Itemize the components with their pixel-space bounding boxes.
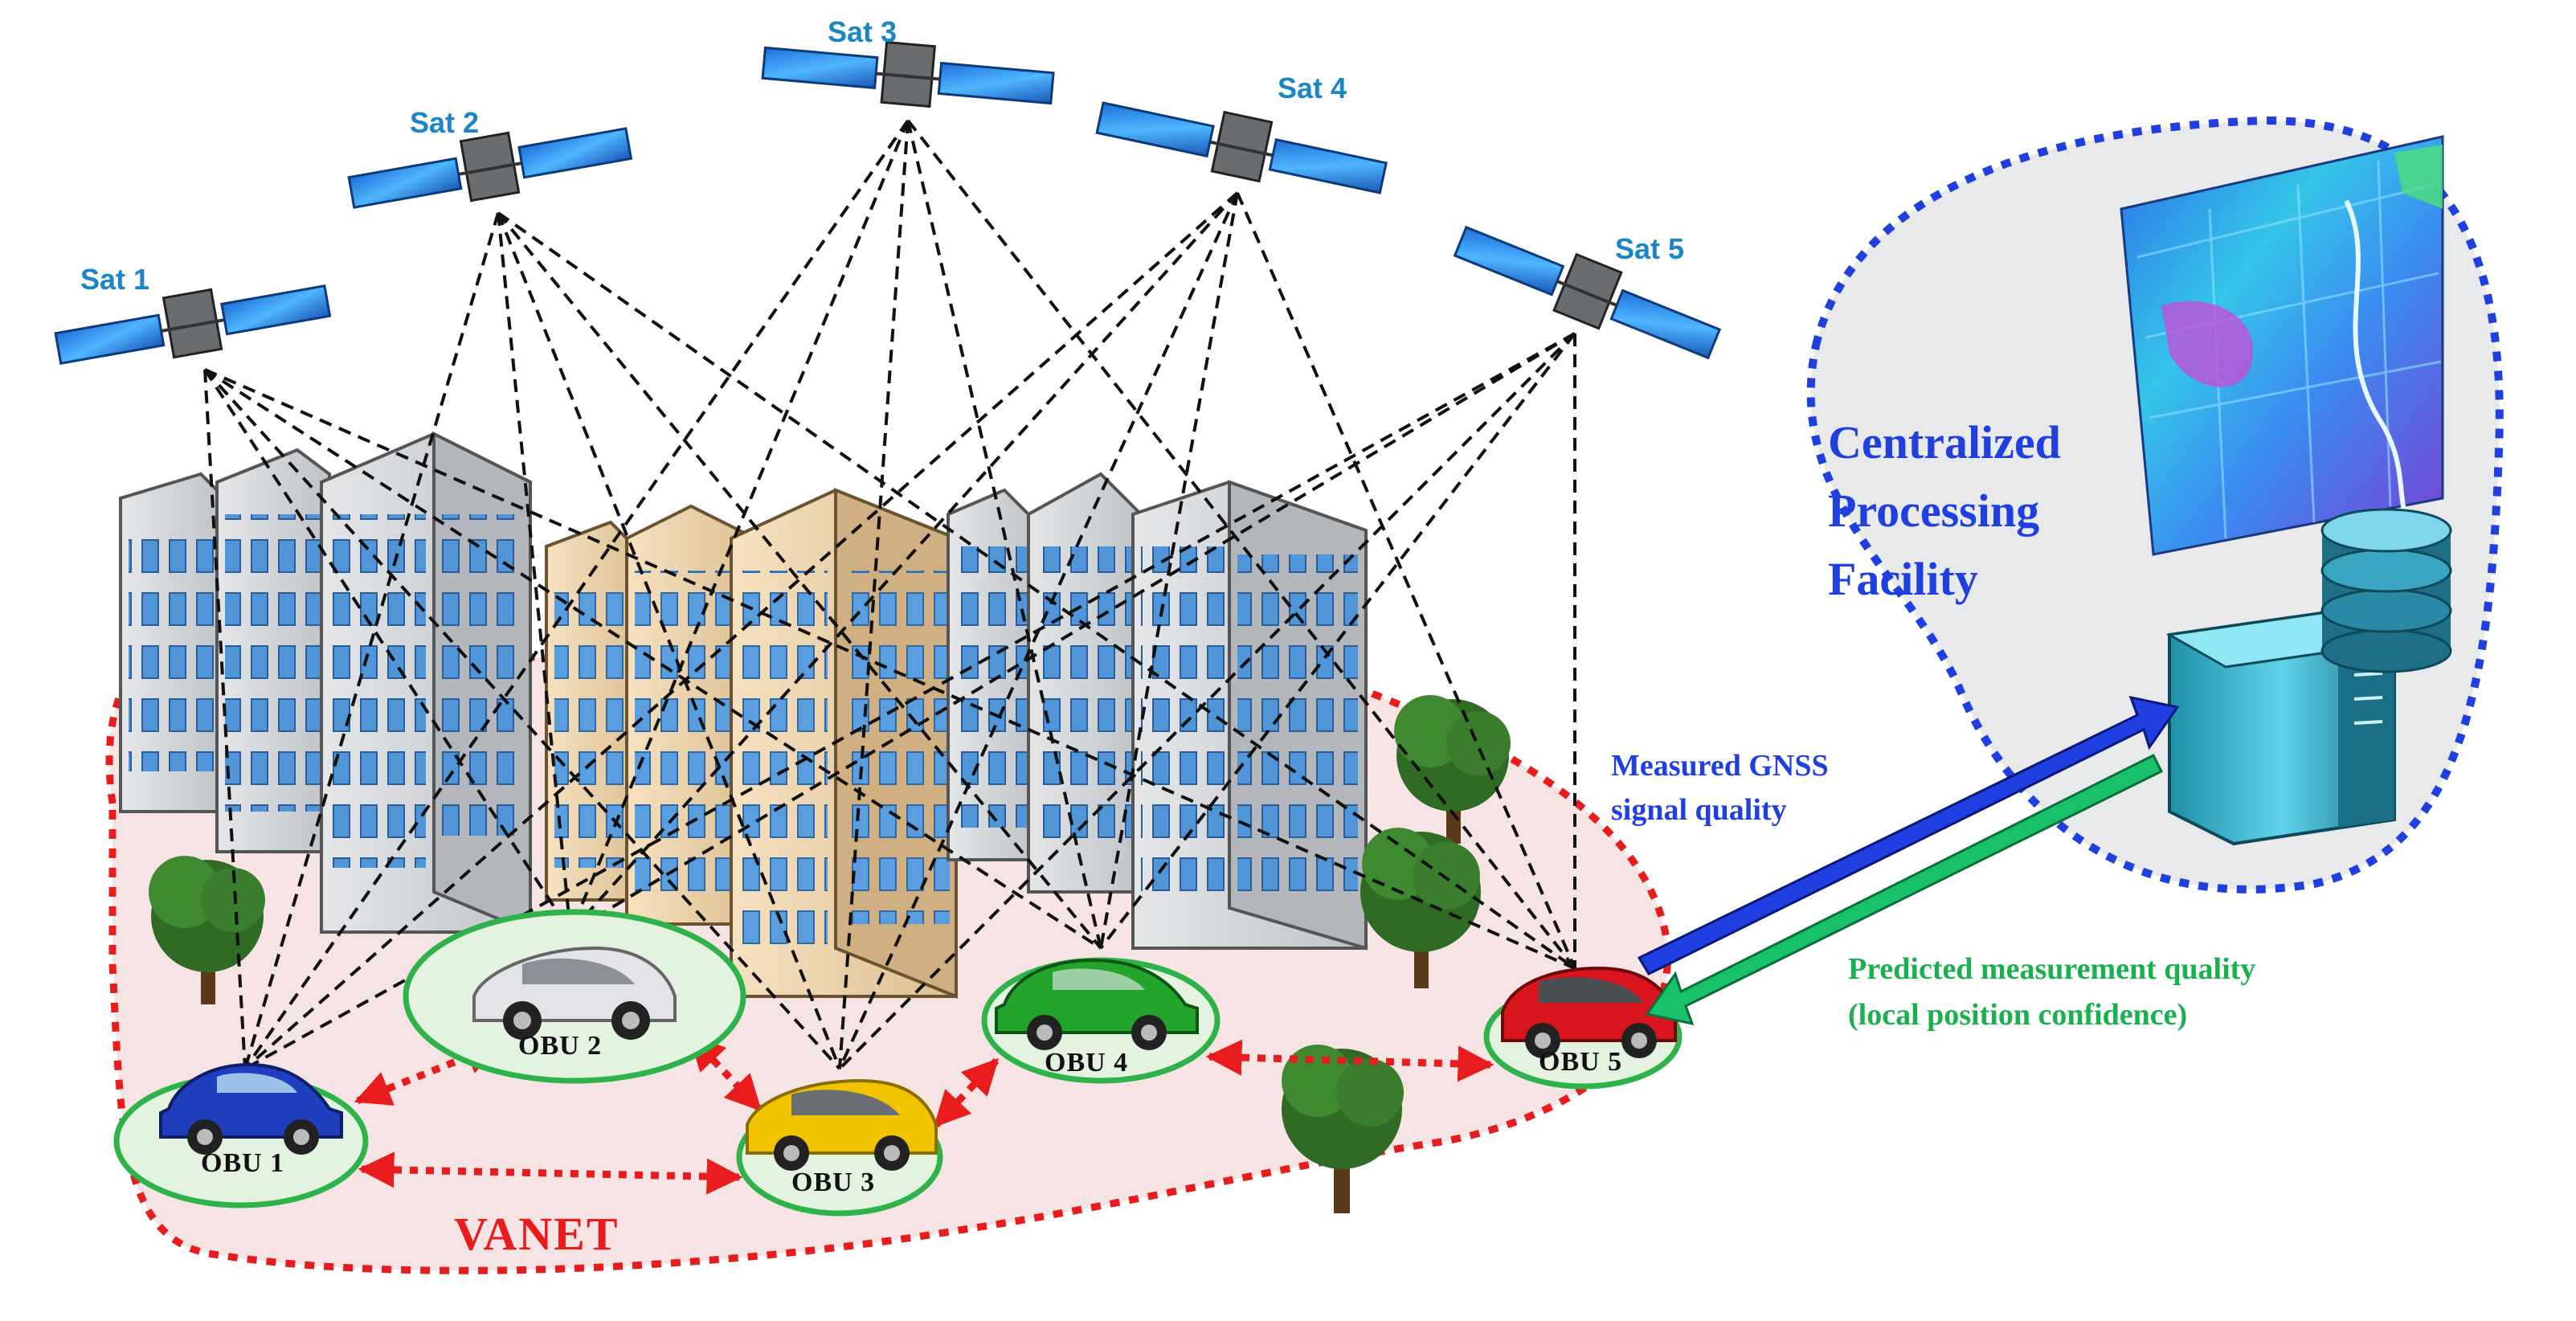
facility-map-display (2120, 135, 2444, 556)
sat4-icon (1095, 101, 1388, 194)
facility-label: Centralized Processing Facility (1828, 416, 2072, 605)
obu1-car (159, 1062, 343, 1155)
sat5-obu4-link (1099, 332, 1576, 950)
facility-label-line-1: Centralized (1828, 416, 2061, 468)
obu5-car (1501, 966, 1677, 1058)
cars (159, 946, 1677, 1171)
obu4-car (995, 958, 1199, 1050)
uplink-arrow (1637, 695, 2180, 975)
sat3-obu2-link (569, 120, 910, 933)
sat1-icon (54, 284, 332, 365)
server-icon (2165, 608, 2398, 846)
vanet-label: VANET (454, 1208, 619, 1260)
uplink-label: Measured GNSS signal quality (1611, 749, 1836, 827)
sat4-obu5-link (1236, 192, 1576, 969)
sat3-obu1-link (243, 119, 910, 1070)
sat3-obu5-link (906, 119, 1576, 970)
obu3-label: OBU 3 (791, 1168, 875, 1197)
tree-right-upper (1394, 695, 1511, 844)
downlink-label: Predicted measurement quality (local pos… (1848, 952, 2263, 1032)
obu3-car (746, 1078, 938, 1171)
sat4-obu4-link (1099, 192, 1239, 949)
obu1-label: OBU 1 (201, 1148, 284, 1178)
obu4-label: OBU 4 (1045, 1048, 1128, 1078)
sat1-obu4-link (203, 368, 1102, 950)
buildings (119, 431, 1368, 999)
sat2-obu3-link (497, 212, 841, 1069)
facility-label-line-2: Processing (1828, 485, 2039, 537)
obu2-label: OBU 2 (518, 1031, 602, 1061)
facility-label-line-3: Facility (1828, 553, 1978, 605)
sat3-obu4-link (906, 120, 1102, 949)
sat1-label: Sat 1 (80, 263, 149, 296)
downlink-label-line-2: (local position confidence) (1848, 998, 2187, 1032)
uplink-label-line-2: signal quality (1611, 793, 1787, 827)
database-icon (2320, 508, 2452, 673)
obu2-car (472, 946, 677, 1040)
downlink-arrow (1645, 753, 2164, 1026)
sat1-obu2-link (203, 368, 572, 934)
sat5-icon (1453, 225, 1722, 360)
sat4-obu1-link (243, 191, 1239, 1070)
sat2-icon (347, 127, 633, 209)
sat3-obu3-link (838, 120, 910, 1069)
sat2-obu4-link (497, 211, 1102, 950)
sat5-obu3-link (838, 332, 1576, 1070)
sat4-label: Sat 4 (1278, 72, 1347, 104)
sat2-obu2-link (497, 212, 572, 933)
sat5-obu2-link (569, 332, 1576, 934)
sat2-label: Sat 2 (410, 106, 479, 139)
sat2-obu1-link (243, 212, 500, 1069)
tree-left (149, 856, 265, 1004)
uplink-label-line-1: Measured GNSS (1611, 749, 1829, 783)
obu5-label: OBU 5 (1539, 1047, 1622, 1077)
satellite-icons (54, 40, 1722, 365)
sat5-label: Sat 5 (1615, 232, 1684, 265)
sat3-icon (761, 40, 1055, 108)
sat3-label: Sat 3 (828, 15, 897, 48)
sat1-obu1-link (203, 369, 247, 1069)
tree-right-lower (1360, 828, 1481, 988)
sat1-obu3-link (203, 368, 841, 1070)
sat2-obu5-link (497, 211, 1576, 970)
downlink-label-line-1: Predicted measurement quality (1848, 952, 2255, 986)
tree-bottom (1282, 1045, 1404, 1213)
